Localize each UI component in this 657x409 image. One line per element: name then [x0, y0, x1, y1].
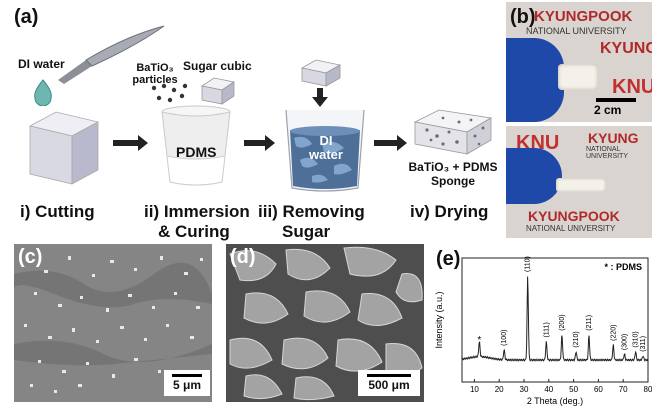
- step-removing-line1: iii) Removing: [258, 202, 365, 221]
- sem-c-scale-label: 5 μm: [172, 378, 202, 392]
- step-immersion-line1: ii) Immersion: [144, 202, 250, 221]
- peak-label-1: (100): [501, 330, 508, 346]
- step-cutting: i) Cutting: [20, 202, 95, 221]
- particles-icon: [151, 83, 188, 103]
- arrow-3: [374, 135, 407, 151]
- sign-text-national: NATIONAL UNIVERSITY: [526, 26, 627, 36]
- di-water-beaker-label: DI water: [306, 134, 346, 162]
- step-drying: iv) Drying: [410, 202, 489, 221]
- panel-label-c: (c): [18, 246, 43, 268]
- blue-glove: [506, 38, 564, 122]
- y-axis-label: Intensity (a.u.): [434, 291, 444, 348]
- sem-d-scale-label: 500 μm: [368, 378, 410, 392]
- large-cube-icon: [28, 111, 100, 185]
- step-immersion: ii) Immersion & Curing: [144, 202, 250, 242]
- peak-label-8: (300): [621, 334, 628, 350]
- sem-d-scalebox: 500 μm: [358, 370, 420, 396]
- plot-frame: [461, 257, 649, 383]
- x-tick-label-4: 50: [569, 385, 578, 394]
- sign-text-knu: KNU: [612, 76, 652, 98]
- sign-text-kyung-2: KYUNG: [588, 130, 639, 146]
- sem-c-scalebar: [172, 374, 202, 377]
- panel-label-e: (e): [436, 248, 461, 270]
- panel-label-a: (a): [14, 6, 39, 28]
- x-tick-label-1: 20: [495, 385, 504, 394]
- sem-image-c: 5 μm: [14, 244, 212, 402]
- sem-d-scalebar: [367, 374, 411, 377]
- sponge-sample-top: [558, 64, 598, 90]
- x-axis-label: 2 Theta (deg.): [527, 396, 583, 406]
- peak-label-9: (310): [633, 331, 640, 347]
- knife-icon: [58, 25, 165, 84]
- photo-bottom: KNU KYUNG NATIONAL UNIVERSITY KYUNGPOOK …: [506, 126, 652, 238]
- water-droplet-icon: [34, 79, 52, 106]
- sponge-label-line1: BaTiO₃ + PDMS: [408, 160, 498, 174]
- peak-label-6: (211): [586, 315, 593, 331]
- step-immersion-line2: & Curing: [158, 222, 230, 241]
- sponge-label: BaTiO₃ + PDMS Sponge: [400, 160, 506, 188]
- scale-bar-label: 2 cm: [594, 103, 622, 117]
- blue-glove-2: [506, 148, 562, 204]
- sem-c-texture: [14, 244, 212, 402]
- sponge-icon: [413, 109, 493, 155]
- x-tick-label-7: 80: [644, 385, 652, 394]
- sign-text-kyungpook: KYUNGPOOK: [534, 8, 633, 25]
- legend-pdms: * : PDMS: [604, 262, 642, 272]
- pdms-label: PDMS: [176, 144, 217, 160]
- di-water-label: DI water: [18, 57, 65, 71]
- peak-label-0: *: [477, 335, 481, 346]
- peak-label-10: (311): [640, 336, 647, 352]
- arrow-2: [244, 135, 275, 151]
- panel-label-b: (b): [510, 6, 536, 28]
- arrow-1: [113, 135, 148, 151]
- x-tick-label-0: 10: [470, 385, 479, 394]
- sugar-cube-icon: [200, 77, 236, 105]
- x-tick-label-6: 70: [619, 385, 628, 394]
- sugar-cube-top-icon: [300, 59, 342, 87]
- peak-label-5: (210): [573, 331, 580, 347]
- scale-bar: [596, 98, 636, 102]
- batio3-particles-label: BaTiO₃ particles: [120, 62, 190, 86]
- sign-text-kyungpook-2: KYUNGPOOK: [528, 208, 620, 224]
- sugar-cubic-label: Sugar cubic: [183, 59, 252, 73]
- x-tick-label-3: 40: [544, 385, 553, 394]
- step-removing-line2: Sugar: [282, 222, 331, 241]
- xrd-chart: 10 20 30 40 50 60 70 80 * (100) (110) (111) (200) (2…: [434, 256, 652, 406]
- di-water-beaker-text: DI water: [309, 133, 343, 162]
- sign-text-national-2: NATIONAL UNIVERSITY: [586, 146, 629, 160]
- sem-c-scalebox: 5 μm: [164, 370, 210, 396]
- down-arrow-icon: [312, 88, 328, 107]
- pdms-cup-icon: [161, 105, 231, 186]
- peak-label-4: (200): [559, 314, 566, 330]
- sem-image-d: 500 μm: [226, 244, 424, 402]
- x-tick-label-2: 30: [520, 385, 529, 394]
- x-tick-label-5: 60: [594, 385, 603, 394]
- sign-text-kyung: KYUNG: [600, 40, 652, 57]
- panel-label-d: (d): [230, 246, 256, 268]
- peak-label-3: (111): [543, 322, 550, 337]
- xrd-series-line: [461, 276, 649, 363]
- peak-label-2: (110): [525, 256, 532, 272]
- sign-text-national-3: NATIONAL UNIVERSITY: [526, 224, 616, 233]
- step-removing: iii) Removing Sugar: [258, 202, 365, 242]
- beaker-icon: [285, 109, 365, 192]
- photo-top: KYUNGPOOK NATIONAL UNIVERSITY KYUNG KNU …: [506, 2, 652, 122]
- batio3-particles-text: BaTiO₃ particles: [132, 62, 178, 86]
- peak-label-7: (220): [610, 325, 617, 341]
- sponge-sample-bottom: [556, 178, 606, 192]
- sponge-label-line2: Sponge: [431, 174, 475, 188]
